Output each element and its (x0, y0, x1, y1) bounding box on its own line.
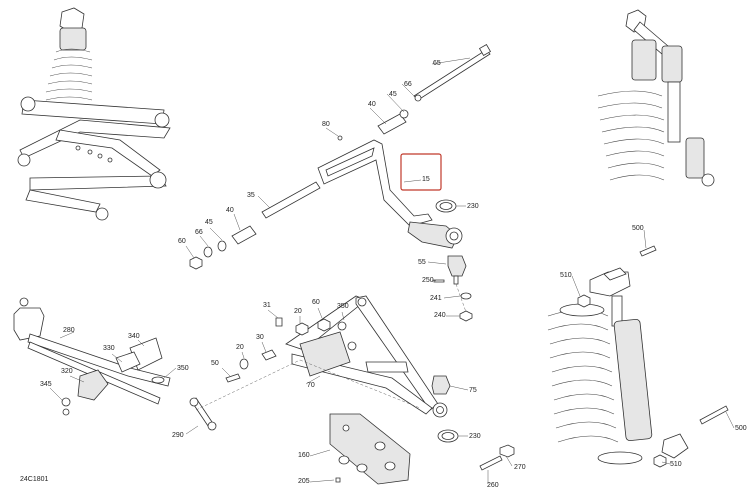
label-205: 205 (298, 478, 310, 485)
label-270: 270 (514, 464, 526, 471)
label-230-top: 230 (467, 203, 479, 210)
label-290: 290 (172, 432, 184, 439)
leader-line (449, 385, 469, 391)
label-80: 80 (322, 121, 330, 128)
leader-line (137, 339, 145, 347)
shock-absorber-top-right (597, 9, 715, 187)
label-60-lower: 60 (312, 299, 320, 306)
label-75: 75 (469, 387, 477, 394)
label-345: 345 (40, 381, 52, 388)
label-320: 320 (61, 368, 73, 375)
label-280: 280 (63, 327, 75, 334)
leader-line (111, 353, 123, 363)
label-20-lower: 20 (236, 344, 244, 351)
leader-line (185, 245, 195, 259)
leader-line (221, 367, 231, 377)
label-65: 65 (433, 60, 441, 67)
label-35: 35 (247, 192, 255, 199)
label-45: 45 (389, 91, 397, 98)
leader-line (267, 309, 279, 319)
leader-line (401, 83, 415, 97)
leader-line (59, 331, 75, 339)
leader-line (427, 261, 447, 265)
upper-a-arm-group (189, 43, 492, 322)
label-250: 250 (422, 277, 434, 284)
label-45-left: 45 (205, 219, 213, 226)
label-40-left: 40 (226, 207, 234, 214)
stabilizer-bar-group (13, 297, 217, 431)
assembly-overview-left (17, 7, 171, 221)
label-40: 40 (368, 101, 376, 108)
leader-line (431, 57, 471, 65)
leader-line (163, 367, 177, 379)
leader-line (431, 279, 437, 282)
label-31: 31 (263, 302, 271, 309)
label-160: 160 (298, 452, 310, 459)
label-510-top: 510 (560, 272, 572, 279)
leader-line (386, 93, 405, 113)
label-30: 30 (256, 334, 264, 341)
label-60-left: 60 (178, 238, 186, 245)
leader-line (261, 341, 267, 353)
leader-line (69, 375, 85, 383)
leader-line (317, 307, 323, 319)
label-230-bottom: 230 (469, 433, 481, 440)
drawing-code: 24C1801 (20, 476, 49, 483)
lower-a-arm-group (195, 295, 459, 443)
leader-line (661, 461, 671, 465)
leader-line (241, 351, 245, 359)
label-20-top: 20 (294, 308, 302, 315)
label-500-top: 500 (632, 225, 644, 232)
label-70: 70 (307, 382, 315, 389)
leader-line (505, 455, 513, 467)
label-340: 340 (128, 333, 140, 340)
leader-line (643, 229, 647, 249)
shock-absorber-bottom-right (547, 245, 729, 468)
label-66-left: 66 (195, 229, 203, 236)
label-241: 241 (430, 295, 442, 302)
leader-line (571, 275, 581, 297)
leader-line (325, 127, 339, 137)
leader-line (309, 479, 335, 483)
leader-line (49, 387, 63, 401)
label-330: 330 (103, 345, 115, 352)
label-15: 15 (422, 176, 430, 183)
label-500-bottom: 500 (735, 425, 747, 432)
leader-line (443, 295, 461, 299)
leader-line (199, 235, 209, 247)
label-350-lower: 350 (337, 303, 349, 310)
leader-line (305, 375, 321, 385)
label-350-left: 350 (177, 365, 189, 372)
leader-line (233, 213, 241, 231)
leader-line (341, 311, 345, 321)
label-66: 66 (404, 81, 412, 88)
leader-lines (49, 57, 735, 484)
label-55: 55 (418, 259, 426, 266)
label-510-bottom: 510 (670, 461, 682, 468)
leader-line (369, 107, 387, 125)
leader-line (309, 449, 331, 457)
callout-labels: 65 66 45 40 80 15 35 230 60 66 45 40 55 … (40, 60, 747, 488)
leader-line (209, 227, 223, 241)
leader-line (725, 411, 735, 429)
skid-plate-group (329, 413, 515, 485)
leader-line (185, 425, 199, 435)
highlight-box (400, 153, 442, 191)
label-50: 50 (211, 360, 219, 367)
label-260: 260 (487, 482, 499, 488)
label-240: 240 (434, 312, 446, 319)
leader-line (403, 179, 422, 183)
leader-line (257, 195, 271, 209)
